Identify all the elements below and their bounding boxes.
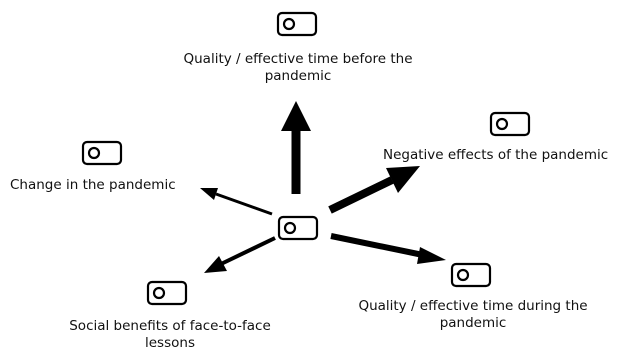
tag-icon <box>450 262 492 288</box>
edge-center-to-during <box>330 233 446 264</box>
node-label-negative: Negative effects of the pandemic <box>383 147 609 163</box>
tag-icon <box>489 111 531 137</box>
tag-icon <box>81 140 123 166</box>
edge-center-to-change <box>200 188 273 216</box>
edge-center-to-before <box>281 101 311 194</box>
edge-center-to-negative <box>328 166 420 214</box>
edge-center-to-social <box>204 236 276 273</box>
node-label-social: Social benefits of face-to-face lessons <box>69 318 271 351</box>
tag-icon <box>277 215 319 241</box>
node-label-change: Change in the pandemic <box>10 177 176 193</box>
tag-icon <box>276 11 318 37</box>
node-label-before: Quality / effective time before the pand… <box>183 51 413 84</box>
tag-icon <box>146 280 188 306</box>
node-label-during: Quality / effective time during the pand… <box>358 298 588 331</box>
